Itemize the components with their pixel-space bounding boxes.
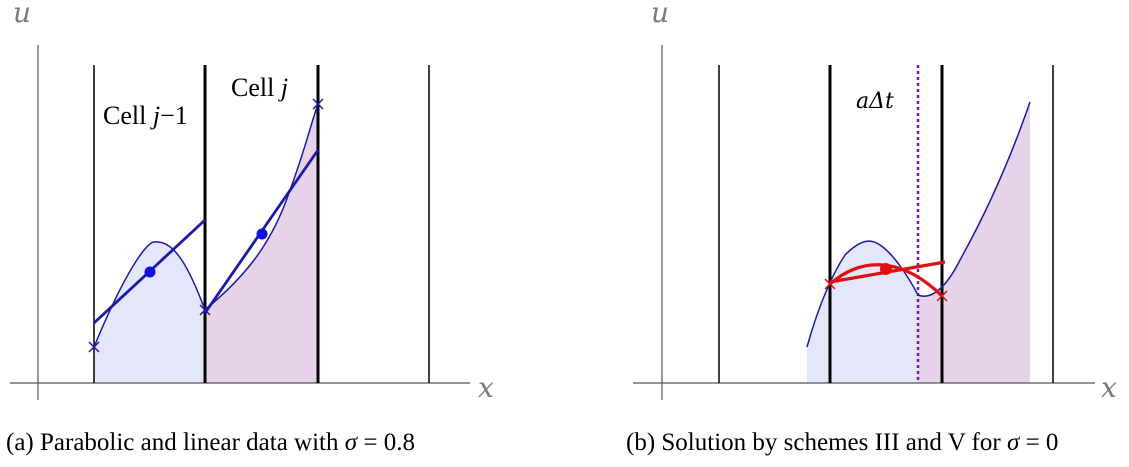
panel-b-shift-label: aΔt — [856, 89, 894, 114]
panel-a-cross-marker — [88, 341, 100, 353]
panel-a-average-dot — [256, 228, 268, 240]
panel-a: u x Cell j−1 Cell j (a) Parabolic and li… — [6, 0, 494, 456]
panel-b-right-shade — [918, 102, 1030, 383]
panel-b: u x aΔt (b) Solution by schemes III and … — [626, 0, 1117, 456]
panel-a-left-cell-shade — [94, 241, 205, 383]
panel-b-solution-dot — [880, 263, 892, 275]
panel-a-cell-prev-label-bg — [100, 100, 200, 132]
panel-a-u-label: u — [13, 0, 31, 29]
panel-a-x-label: x — [478, 371, 494, 404]
panel-b-cross-marker — [936, 290, 948, 302]
panel-a-cross-marker — [199, 304, 211, 316]
panel-b-u-label: u — [651, 0, 669, 29]
panel-a-caption: (a) Parabolic and linear data with σ = 0… — [6, 429, 415, 456]
panel-b-caption: (b) Solution by schemes III and V for σ … — [626, 429, 1058, 456]
panel-b-solution-parabola — [828, 263, 944, 298]
panel-b-cross-marker — [824, 278, 836, 290]
panel-a-parabola-right — [204, 103, 319, 311]
panel-a-right-cell-shade — [205, 104, 318, 383]
panel-b-shifted-curve — [806, 101, 1031, 348]
panel-a-cell-label-bg — [225, 72, 305, 104]
panel-a-cell-label: Cell j — [231, 73, 288, 102]
panel-a-parabola-left — [93, 241, 206, 348]
panel-a-cell-prev-label: Cell j−1 — [103, 101, 188, 130]
panel-b-left-shade — [807, 241, 918, 383]
panel-b-x-label: x — [1101, 371, 1117, 404]
panel-a-cross-marker — [312, 98, 324, 110]
panel-a-average-dot — [144, 266, 156, 278]
